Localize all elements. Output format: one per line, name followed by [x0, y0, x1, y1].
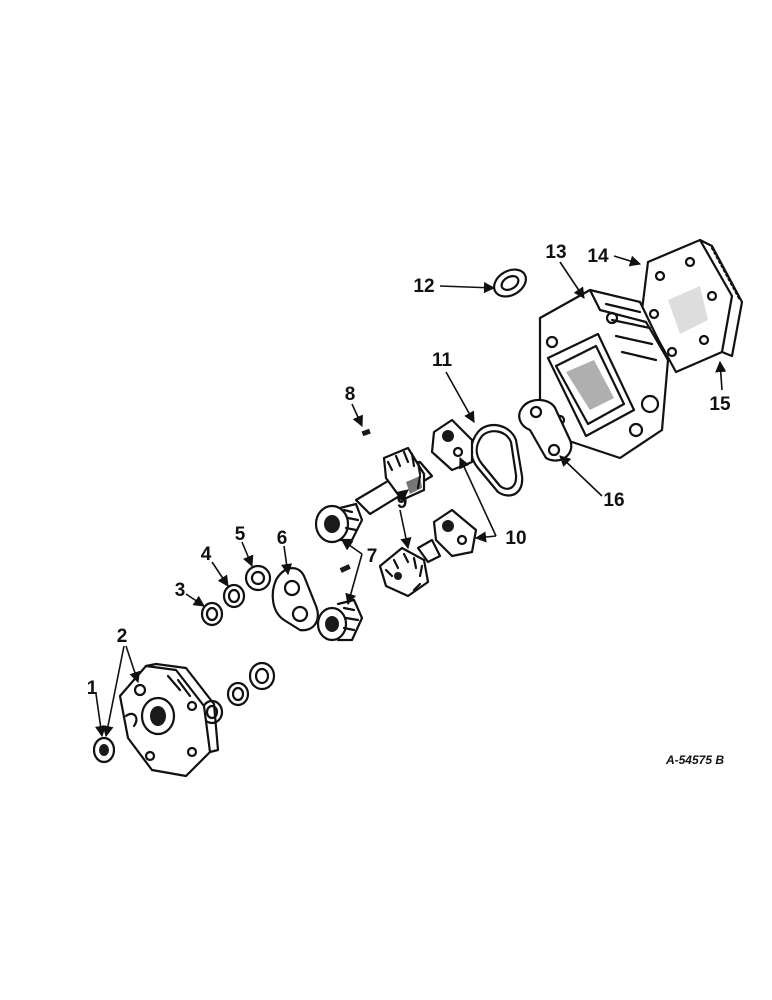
- callout-3: 3: [175, 580, 186, 601]
- callout-7: 7: [367, 546, 378, 567]
- part-2-front-cover: [118, 662, 220, 778]
- part-10-bearings: [430, 418, 478, 558]
- callout-5: 5: [235, 524, 246, 545]
- leader-lines: [95, 255, 727, 738]
- lower-seals: [200, 661, 276, 725]
- reference-number: A-54575 B: [665, 753, 724, 767]
- callout-12: 12: [413, 276, 434, 297]
- part-7-bushing-lower: [316, 598, 364, 642]
- callout-10: 10: [505, 528, 526, 549]
- part-9-drive-gear-upper: [354, 446, 434, 516]
- part-6-wear-plate: [271, 567, 319, 632]
- callout-16: 16: [603, 490, 624, 511]
- callout-6: 6: [277, 528, 288, 549]
- part-3-seal: [200, 601, 224, 627]
- part-13-pump-body: [538, 288, 670, 460]
- part-4-seal: [222, 583, 246, 609]
- part-5-seal: [244, 564, 272, 592]
- callout-8: 8: [345, 384, 356, 405]
- part-7-bushing-upper: [314, 502, 364, 544]
- part-11-o-ring: [470, 423, 524, 497]
- callout-15: 15: [709, 394, 731, 415]
- part-12-washer: [493, 268, 527, 298]
- callout-9: 9: [397, 492, 408, 513]
- part-8-key: [361, 428, 371, 437]
- callout-11: 11: [432, 350, 453, 371]
- callout-14: 14: [587, 246, 609, 267]
- part-1-front-seal: [92, 736, 116, 764]
- callout-13: 13: [545, 242, 566, 263]
- part-7-pin: [339, 564, 351, 573]
- callout-4: 4: [201, 544, 212, 565]
- callout-2: 2: [117, 626, 128, 647]
- part-14-15-cover-plate: [640, 238, 744, 374]
- callout-1: 1: [87, 678, 98, 699]
- part-9-driven-gear-lower: [378, 538, 442, 598]
